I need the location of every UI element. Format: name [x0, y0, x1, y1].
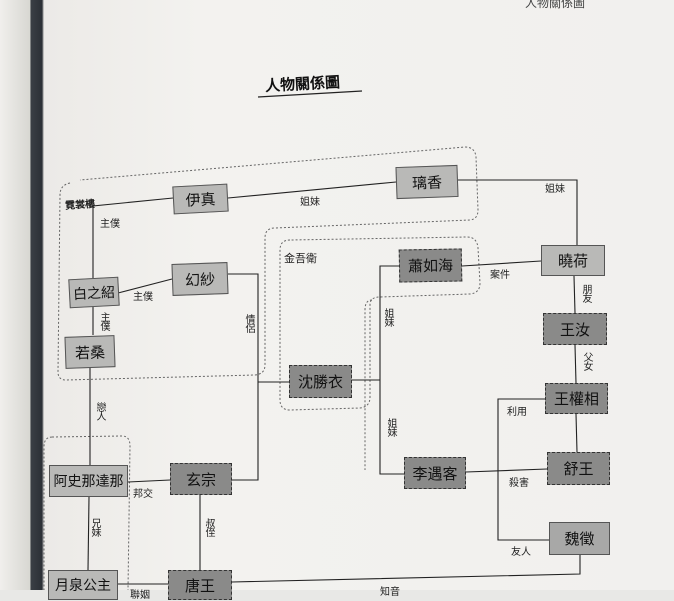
title-underline — [257, 90, 363, 98]
rel-ashina-yuequan: 兄妹 — [89, 518, 100, 536]
person-ruosang[interactable]: 若桑 — [64, 335, 116, 369]
person-weizheng[interactable]: 魏徵 — [549, 522, 610, 555]
rel-xuanzong-tang: 叔侄 — [203, 518, 214, 536]
person-shuwang[interactable]: 舒王 — [547, 452, 610, 485]
group-jinwu-border — [279, 236, 481, 411]
group-label-nishang: 霓裳樓 — [64, 198, 96, 213]
running-head: 人物關係圖 — [525, 0, 586, 10]
rel-li-sister: 姐妹 — [385, 418, 396, 436]
rel-lixiang-xiaohe: 姐妹 — [545, 184, 565, 195]
rel-use: 利用 — [507, 407, 527, 418]
rel-xiao-sister: 姐妹 — [382, 308, 393, 326]
person-xuanzong[interactable]: 玄宗 — [170, 463, 232, 495]
rel-xiaohe-wangru: 朋友 — [580, 284, 591, 302]
person-shenshengyi[interactable]: 沈勝衣 — [289, 365, 352, 398]
rel-bai-ruosang: 主僕 — [98, 312, 109, 330]
rel-ashina-xuanzong: 邦交 — [133, 489, 153, 500]
person-wangru[interactable]: 王汝 — [543, 313, 607, 345]
person-huansha[interactable]: 幻紗 — [171, 262, 229, 296]
person-liyuke[interactable]: 李遇客 — [404, 457, 466, 489]
person-xiaoruhai[interactable]: 蕭如海 — [398, 248, 463, 283]
rel-wangru-wangquan: 父女 — [581, 352, 592, 370]
group-label-jinwu: 金吾衛 — [284, 252, 317, 265]
group-li-border — [364, 299, 373, 470]
person-lixiang[interactable]: 璃香 — [395, 164, 459, 200]
person-wangquanxiang[interactable]: 王權相 — [545, 383, 608, 414]
person-yizhen[interactable]: 伊真 — [172, 183, 229, 215]
rel-ruosang-ashina: 戀人 — [94, 402, 105, 420]
person-tangwang[interactable]: 唐王 — [168, 570, 232, 600]
rel-tang-wei: 知音 — [380, 587, 400, 598]
rel-bai-huansha: 主僕 — [133, 292, 153, 303]
group-nishang-border — [57, 146, 479, 381]
previous-page-edge — [0, 0, 30, 590]
rel-kill: 殺害 — [509, 478, 529, 489]
person-baizhishao[interactable]: 白之紹 — [68, 276, 120, 309]
rel-huansha-lover: 情侶 — [243, 314, 254, 332]
person-xiaohe[interactable]: 曉荷 — [541, 245, 605, 276]
rel-friend: 友人 — [511, 547, 531, 558]
rel-yizhen-lixiang: 姐妹 — [300, 197, 320, 208]
person-yuequan[interactable]: 月泉公主 — [48, 570, 118, 600]
rel-marriage: 聯姻 — [130, 590, 150, 601]
group-ashina-border — [43, 435, 131, 590]
rel-bai-yizhen: 主僕 — [100, 219, 120, 230]
person-ashinadana[interactable]: 阿史那達那 — [49, 465, 128, 497]
rel-xiao-xiaohe: 案件 — [490, 270, 510, 281]
